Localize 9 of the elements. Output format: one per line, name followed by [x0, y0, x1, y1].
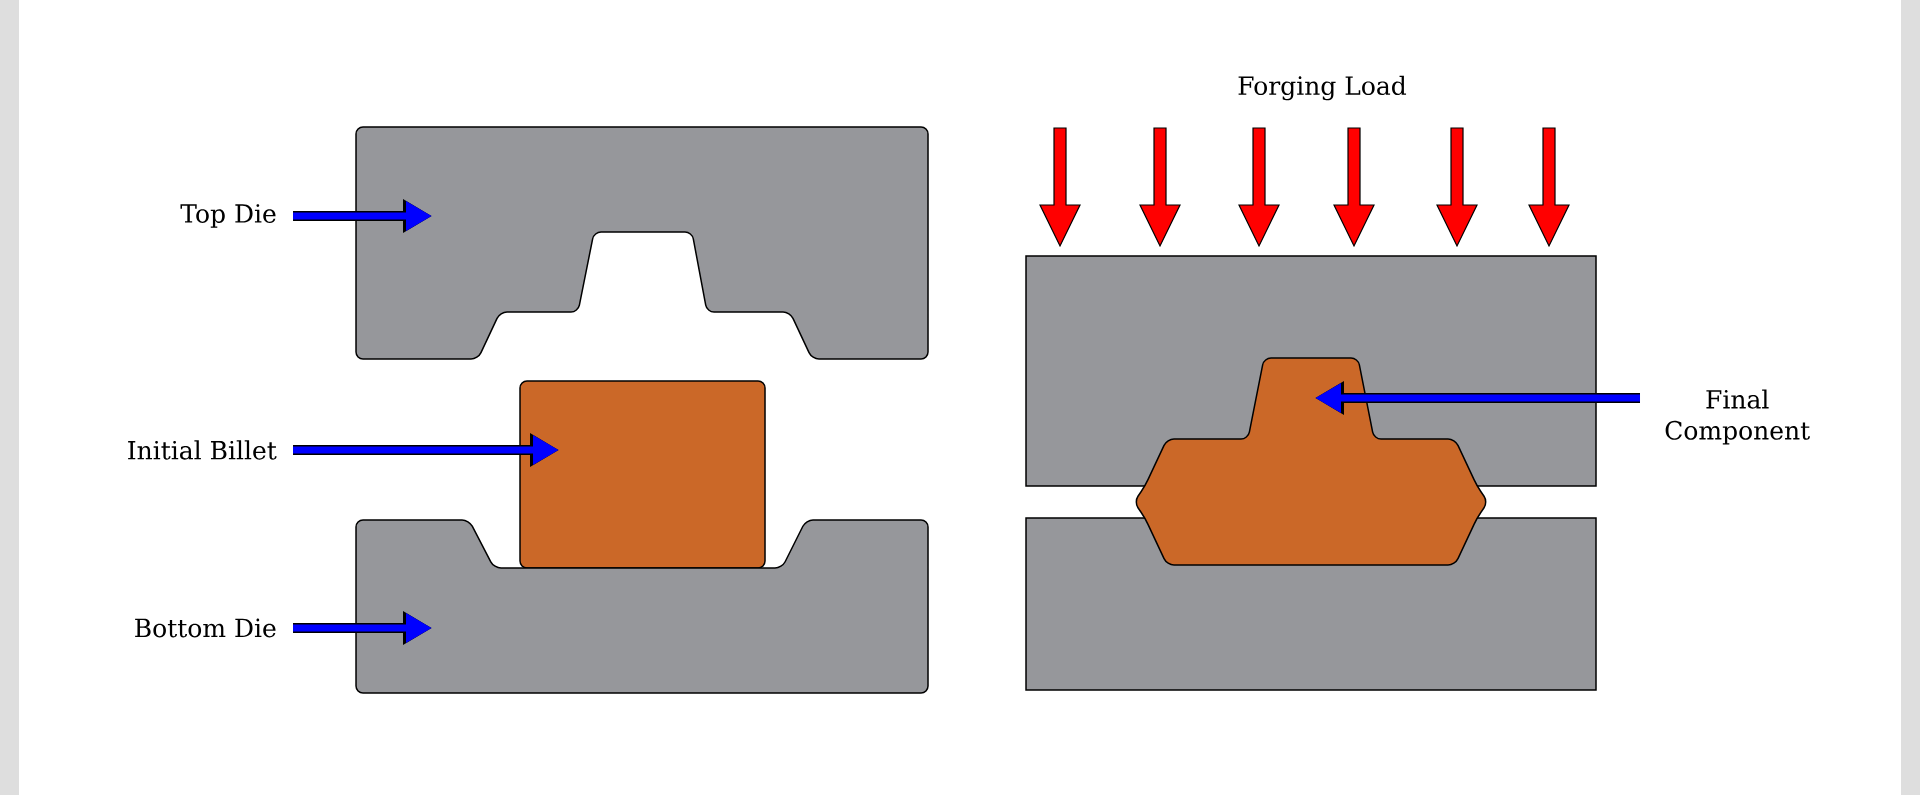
die-drawing: [355, 519, 929, 694]
label-text: Forging Load: [1238, 75, 1407, 101]
label-text: Bottom Die: [135, 618, 276, 638]
die-drawing: [355, 126, 929, 360]
label-text: Top Die: [180, 204, 276, 228]
label-text: Initial Billet: [128, 440, 277, 460]
billet-drawing: [519, 380, 766, 569]
label-text: Final Component: [1665, 389, 1810, 445]
component-drawing: [1135, 357, 1487, 566]
